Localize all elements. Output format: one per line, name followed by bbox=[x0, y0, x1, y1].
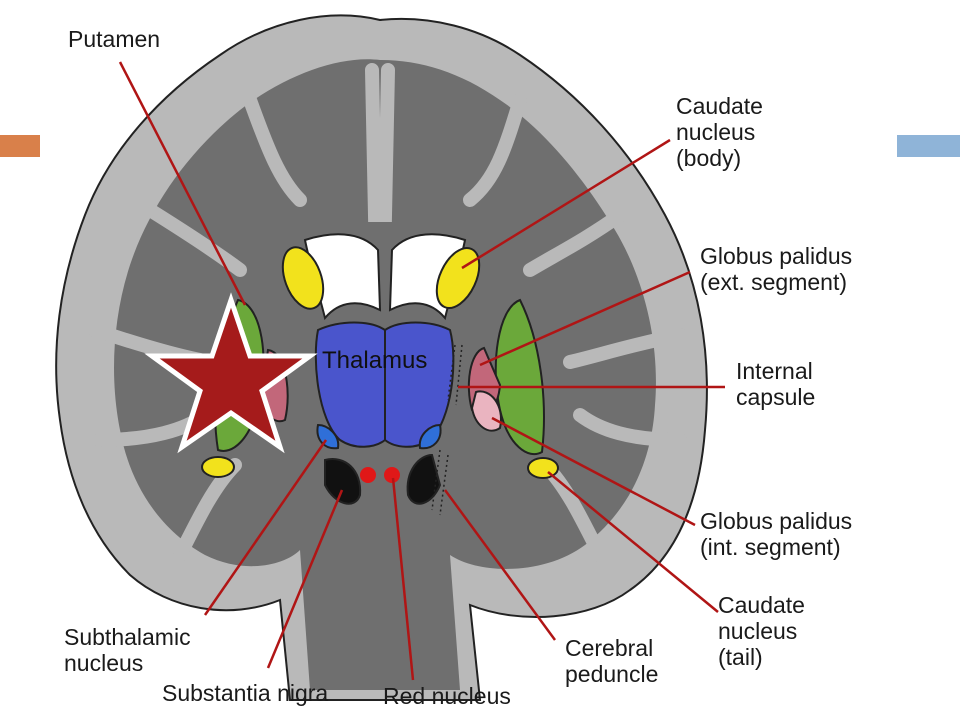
red-nucleus-left bbox=[360, 467, 376, 483]
label-subthalamic: Subthalamic nucleus bbox=[64, 624, 191, 676]
substantia-nigra-left bbox=[324, 458, 362, 505]
putamen-right bbox=[494, 298, 545, 455]
subthalamic-right bbox=[418, 423, 442, 450]
red-nucleus-right bbox=[384, 467, 400, 483]
caudate-body-left bbox=[281, 246, 325, 310]
label-caudate-body: Caudate nucleus (body) bbox=[676, 93, 763, 171]
globus-int-right bbox=[470, 390, 502, 432]
label-substantia-nigra: Substantia nigra bbox=[162, 680, 329, 706]
label-internal-capsule: Internal capsule bbox=[736, 358, 816, 410]
label-putamen: Putamen bbox=[68, 26, 161, 52]
label-thalamus: Thalamus bbox=[322, 347, 428, 374]
star-marker bbox=[144, 292, 318, 454]
label-globus-ext: Globus palidus (ext. segment) bbox=[700, 243, 853, 295]
subthalamic-left bbox=[316, 423, 340, 450]
leader-lines bbox=[118, 61, 725, 681]
label-cerebral-peduncle: Cerebral peduncle bbox=[565, 635, 659, 687]
label-globus-int: Globus palidus (int. segment) bbox=[700, 508, 853, 560]
caudate-tail-left bbox=[201, 456, 235, 478]
label-red-nucleus: Red nucleus bbox=[383, 683, 511, 709]
label-caudate-tail: Caudate nucleus (tail) bbox=[718, 592, 805, 670]
accent-bar-left bbox=[0, 135, 40, 157]
internal-capsule-fibers bbox=[431, 344, 463, 516]
accent-bar-right bbox=[897, 135, 960, 157]
substantia-nigra-right bbox=[406, 453, 442, 505]
